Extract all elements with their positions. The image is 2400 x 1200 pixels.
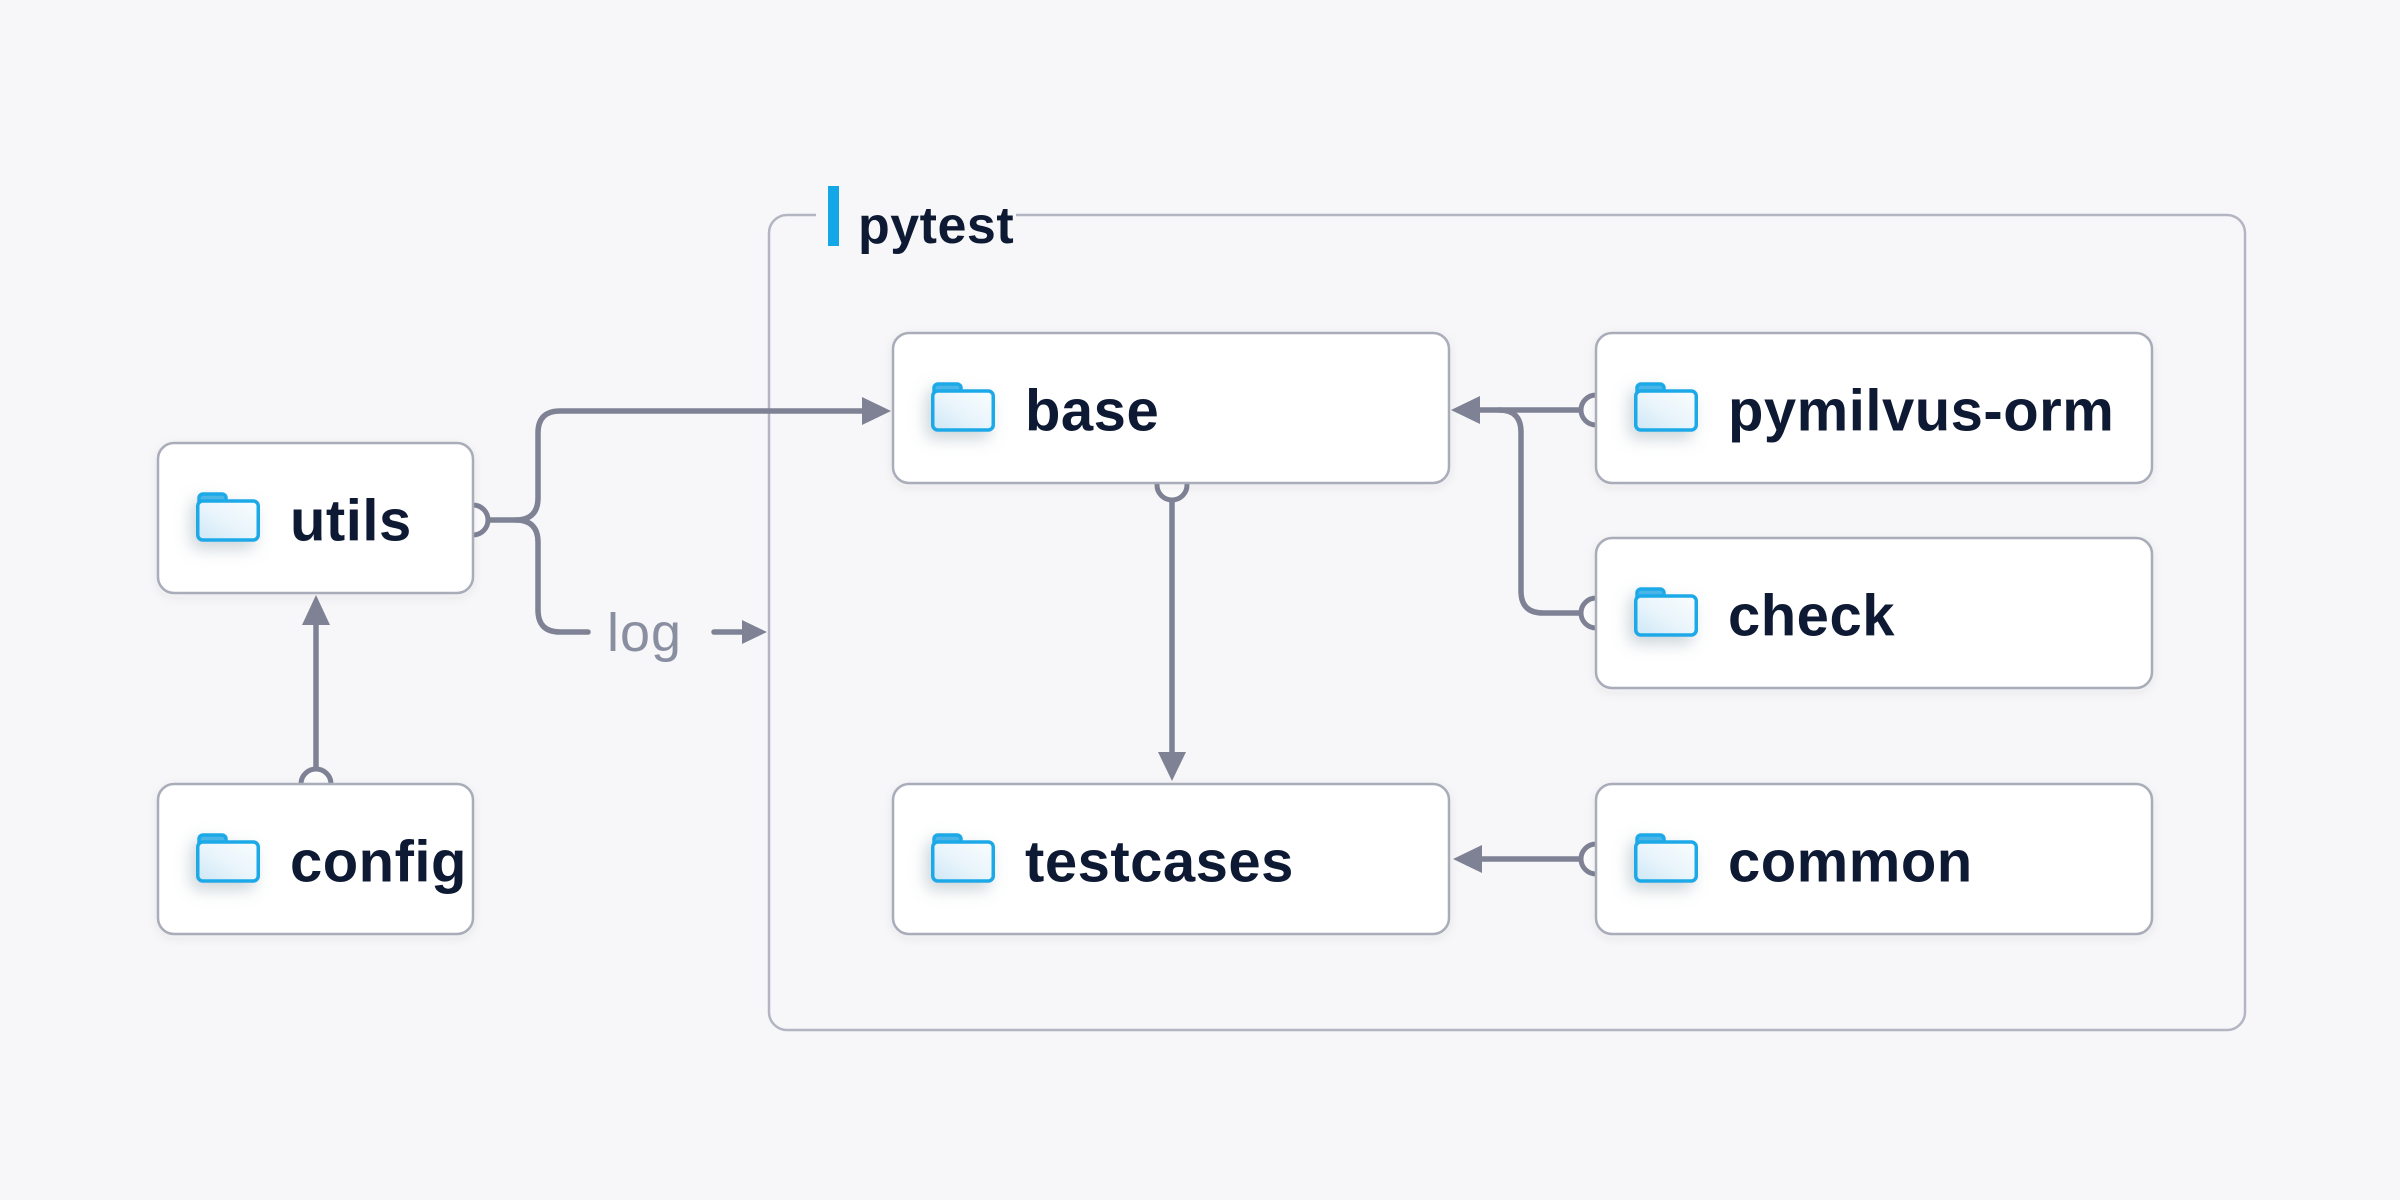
folder-icon (931, 833, 995, 883)
pytest-group-label-gap (816, 200, 1016, 230)
pytest-group: pytest (767, 186, 2247, 1032)
arrowhead-log (742, 620, 767, 644)
node-testcases-box (891, 782, 1451, 936)
folder-icon (196, 492, 260, 542)
node-common-box (1594, 782, 2154, 936)
folder-icon (196, 833, 260, 883)
pytest-group-accent-bar (828, 186, 839, 246)
edge-utils-log (513, 517, 591, 635)
node-utils-label: utils (290, 489, 412, 554)
node-config-box (156, 782, 475, 936)
node-check-box (1594, 536, 2154, 690)
node-common: common (1594, 782, 2154, 936)
node-testcases-label: testcases (1025, 830, 1294, 895)
node-base-box (891, 331, 1451, 485)
node-utils-box (156, 441, 475, 595)
arrowhead-into-base (1451, 396, 1480, 424)
folder-icon (1634, 382, 1698, 432)
edge-label-log: log (607, 603, 682, 663)
folder-icon (1634, 833, 1698, 883)
arrowhead-base-testcases (1158, 752, 1186, 781)
arrowhead-common-testcases (1453, 845, 1482, 873)
folder-icon (931, 382, 995, 432)
arrowhead-utils-base (862, 397, 891, 425)
pytest-group-label: pytest (858, 197, 1014, 255)
node-pymilvus-orm-label: pymilvus-orm (1728, 379, 2114, 444)
node-base-label: base (1025, 379, 1159, 444)
node-utils: utils (156, 441, 475, 595)
node-common-label: common (1728, 830, 1973, 895)
node-config: config (156, 782, 475, 936)
node-pymilvus-orm: pymilvus-orm (1594, 331, 2154, 485)
node-base: base (891, 331, 1451, 485)
node-testcases: testcases (891, 782, 1451, 936)
node-pymilvus-orm-box (1594, 331, 2154, 485)
pytest-group-border (767, 213, 2247, 1032)
folder-icon (1634, 587, 1698, 637)
node-check: check (1594, 536, 2154, 690)
node-check-label: check (1728, 584, 1895, 649)
arrowhead-config-utils (302, 595, 330, 625)
node-config-label: config (290, 830, 467, 895)
edge-check-base (1496, 407, 1584, 616)
edge-utils-base (486, 408, 883, 523)
